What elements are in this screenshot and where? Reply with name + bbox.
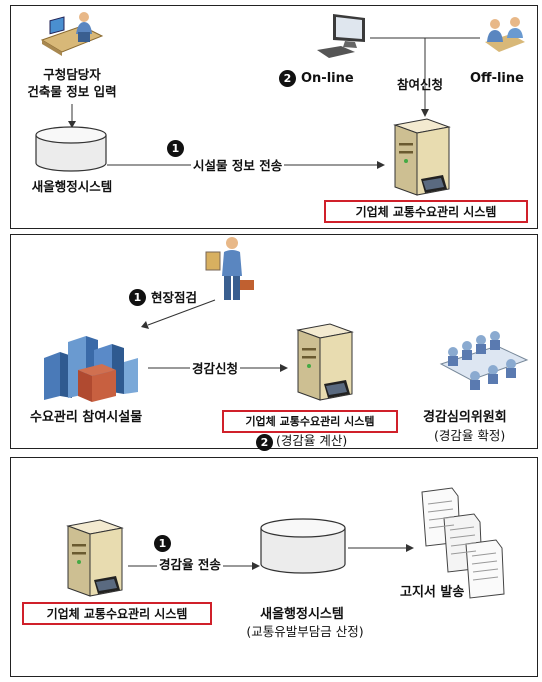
- server-icon-2: [296, 323, 354, 401]
- tdm-system-label-2: 기업체 교통수요관리 시스템: [222, 410, 398, 433]
- db-sub-label: (교통유발부담금 산정): [246, 624, 364, 639]
- server-icon: [393, 118, 451, 196]
- rate-transfer-label: 경감율 전송: [157, 557, 223, 572]
- offline-label: Off-line: [470, 71, 524, 86]
- db-label: 새올행정시스템: [31, 179, 113, 194]
- step2-badge: 2: [279, 70, 296, 87]
- buildings-icon: [44, 336, 138, 402]
- inspector-icon: [205, 237, 254, 300]
- facility-label: 수요관리 참여시설물: [30, 410, 143, 425]
- notice-label: 고지서 발송: [398, 585, 467, 601]
- officer-label-line1: 구청담당자: [43, 67, 101, 82]
- committee-icon: [439, 331, 529, 390]
- officer-label-line2: 건축물 정보 입력: [27, 84, 117, 99]
- tdm-system-label-3: 기업체 교통수요관리 시스템: [22, 602, 212, 625]
- panel-registration: [10, 5, 538, 229]
- reduction-request-label: 경감신청: [190, 361, 241, 376]
- documents-icon: [421, 487, 505, 599]
- transfer-label: 시설물 정보 전송: [191, 158, 285, 173]
- step2-badge-2: 2: [256, 434, 273, 451]
- apply-label: 참여신청: [397, 77, 444, 92]
- officer-desk-icon: [40, 12, 104, 56]
- server-icon-3: [66, 519, 124, 597]
- meeting-people-icon: [485, 17, 525, 52]
- committee-label: 경감심의위원회: [423, 410, 507, 425]
- step1-badge-3: 1: [154, 535, 171, 552]
- step1-badge: 1: [167, 140, 184, 157]
- db-label-3: 새올행정시스템: [260, 607, 344, 622]
- tdm-system-label: 기업체 교통수요관리 시스템: [324, 200, 528, 223]
- computer-icon: [317, 14, 365, 58]
- calc-label: (경감율 계산): [276, 433, 348, 448]
- database-icon-3: [260, 518, 346, 574]
- online-label: On-line: [301, 71, 354, 86]
- committee-sub-label: (경감율 확정): [434, 428, 506, 443]
- database-icon: [35, 126, 107, 172]
- inspect-label: 현장점검: [151, 290, 198, 305]
- step1-badge-2: 1: [129, 289, 146, 306]
